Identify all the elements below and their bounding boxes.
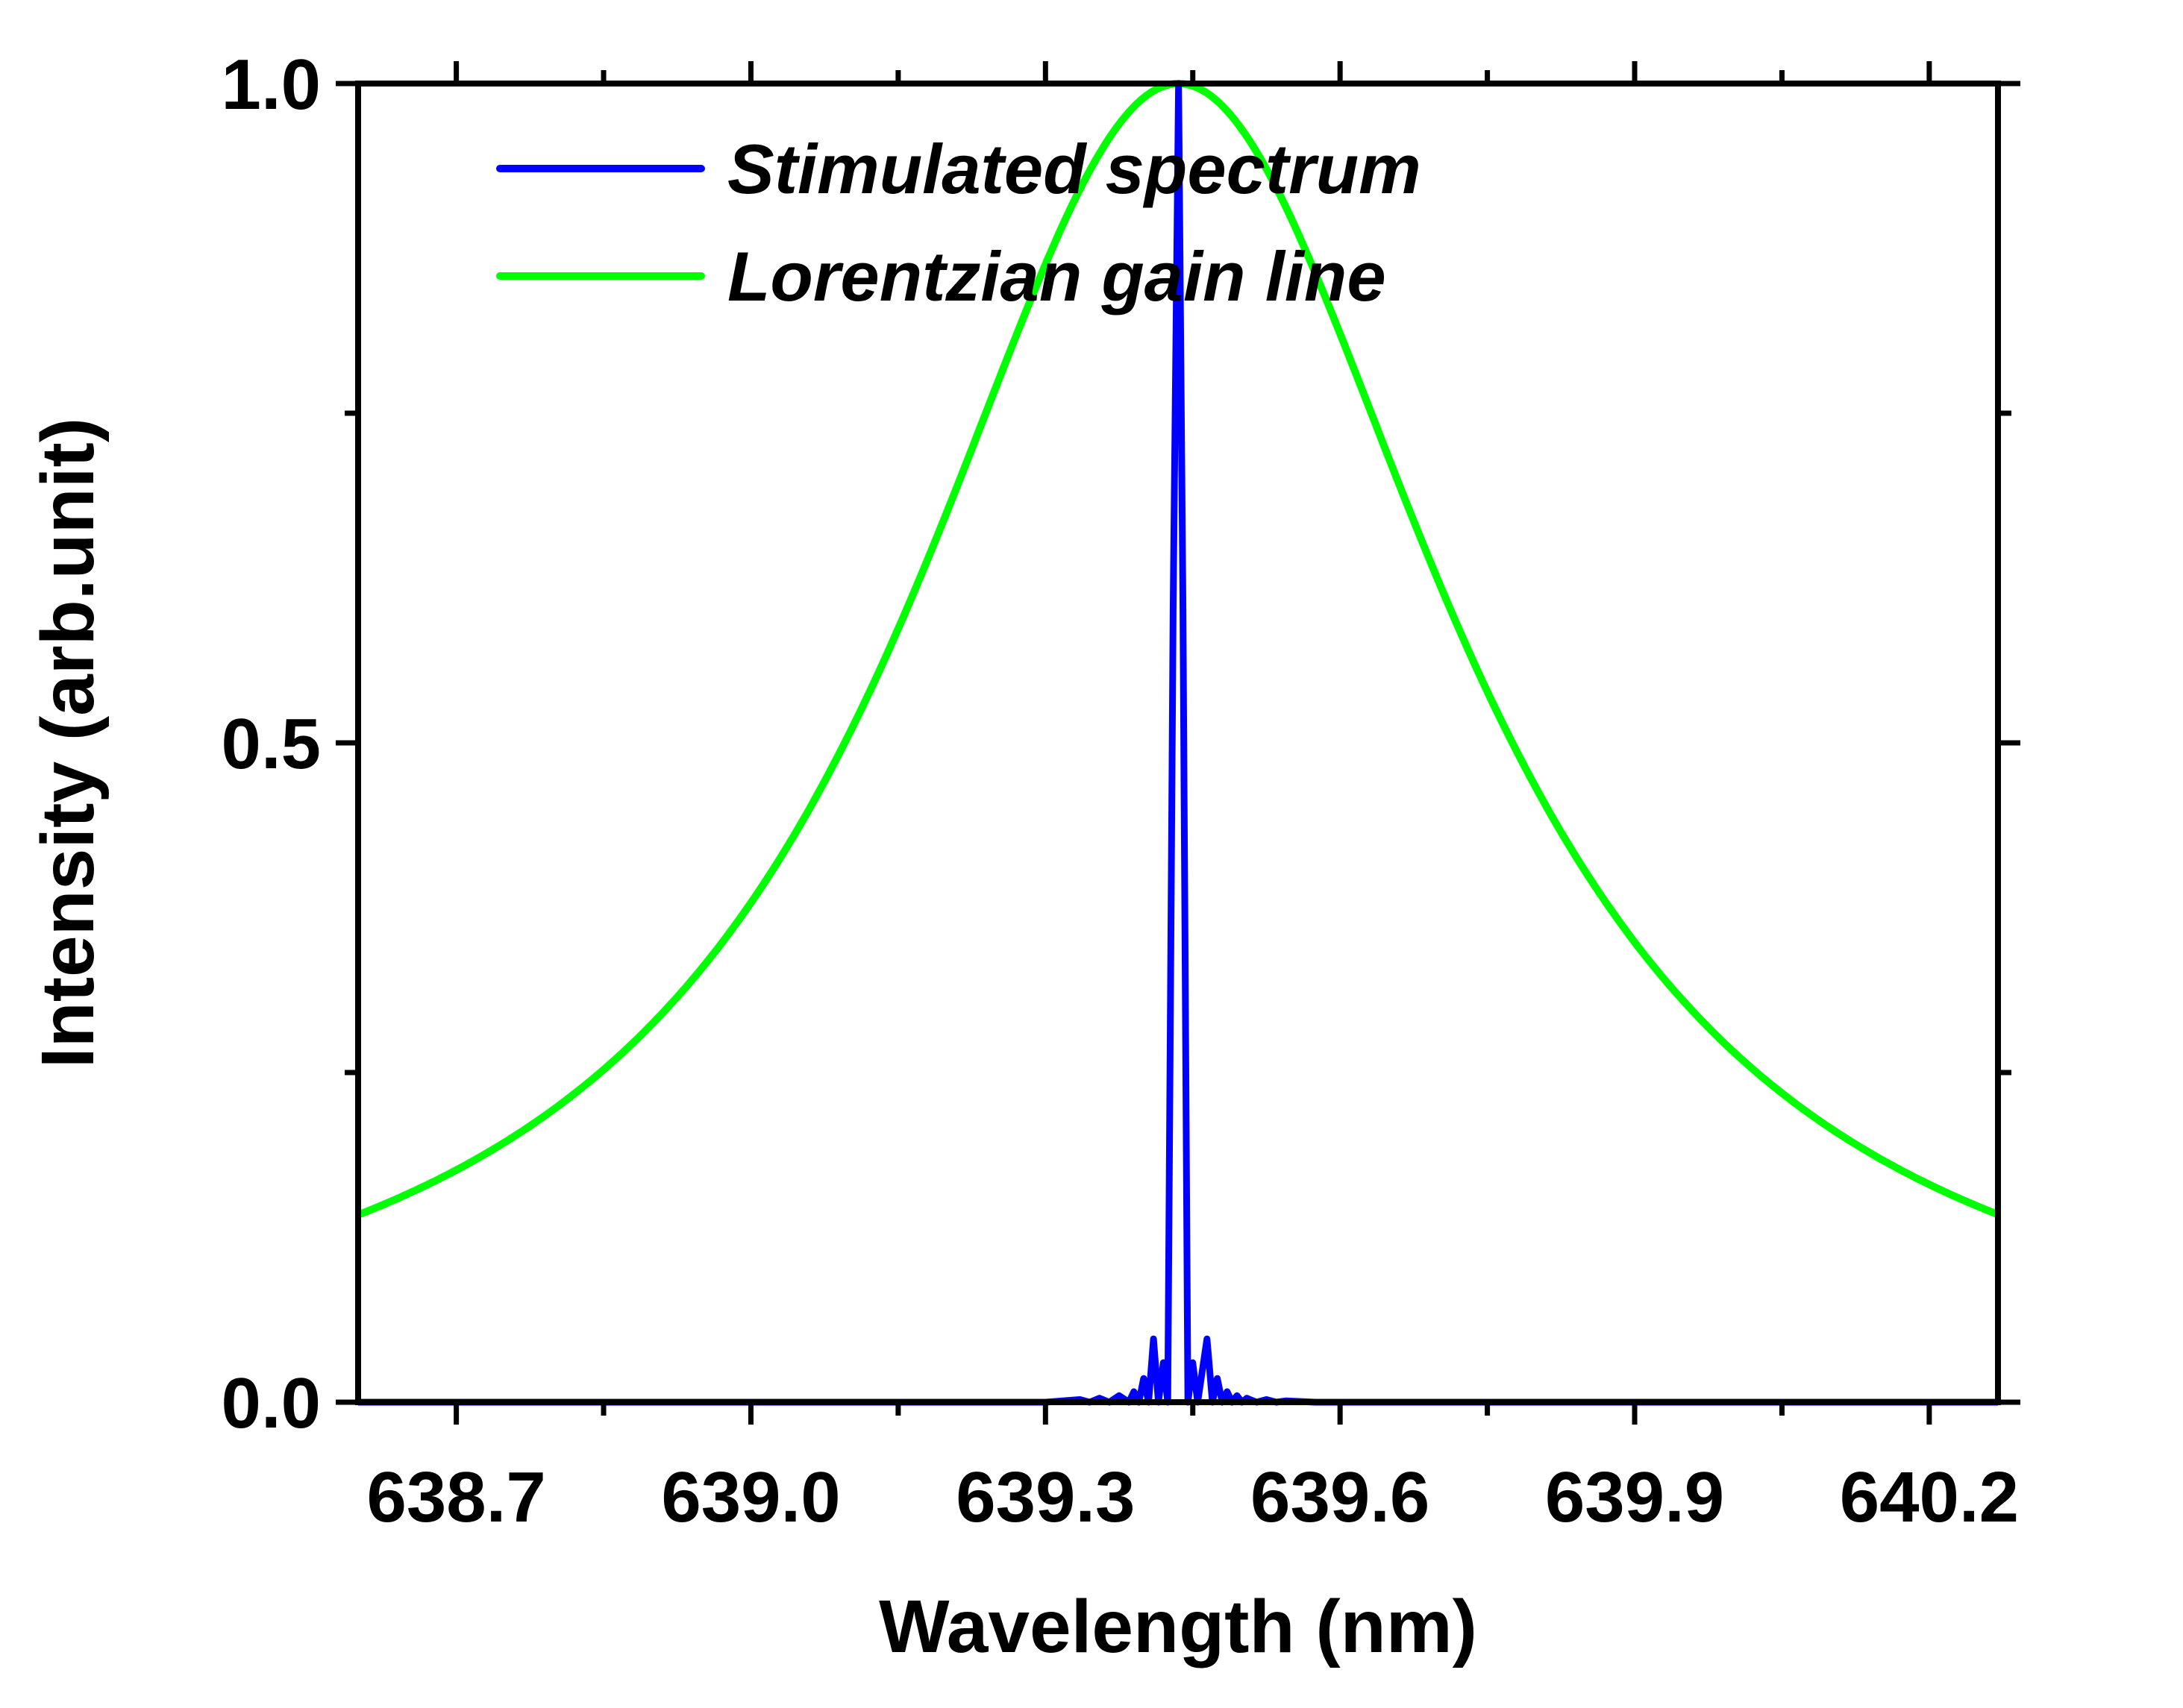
legend-label-lorentzian-gain-line: Lorentzian gain line: [727, 237, 1386, 315]
x-axis-label: Wavelength (nm): [879, 1585, 1477, 1668]
tick-labels: 638.7 639.0 639.3 639.6 639.9 640.2 0.0 0.5 1.0: [222, 45, 2019, 1537]
x-tick-label: 639.3: [956, 1457, 1135, 1537]
x-tick-label: 638.7: [366, 1457, 545, 1537]
legend: Stimulated spectrum Lorentzian gain line: [496, 130, 1421, 315]
x-tick-label: 639.0: [661, 1457, 840, 1537]
ticks-layer: [336, 61, 2020, 1425]
x-tick-label: 639.6: [1250, 1457, 1429, 1537]
y-tick-label: 1.0: [222, 45, 321, 125]
legend-label-stimulated-spectrum: Stimulated spectrum: [727, 130, 1421, 208]
y-tick-label: 0.5: [222, 704, 321, 784]
y-tick-label: 0.0: [222, 1363, 321, 1443]
y-axis-label: Intensity (arb.unit): [26, 418, 110, 1068]
x-tick-label: 640.2: [1840, 1457, 2019, 1537]
x-tick-label: 639.9: [1545, 1457, 1724, 1537]
